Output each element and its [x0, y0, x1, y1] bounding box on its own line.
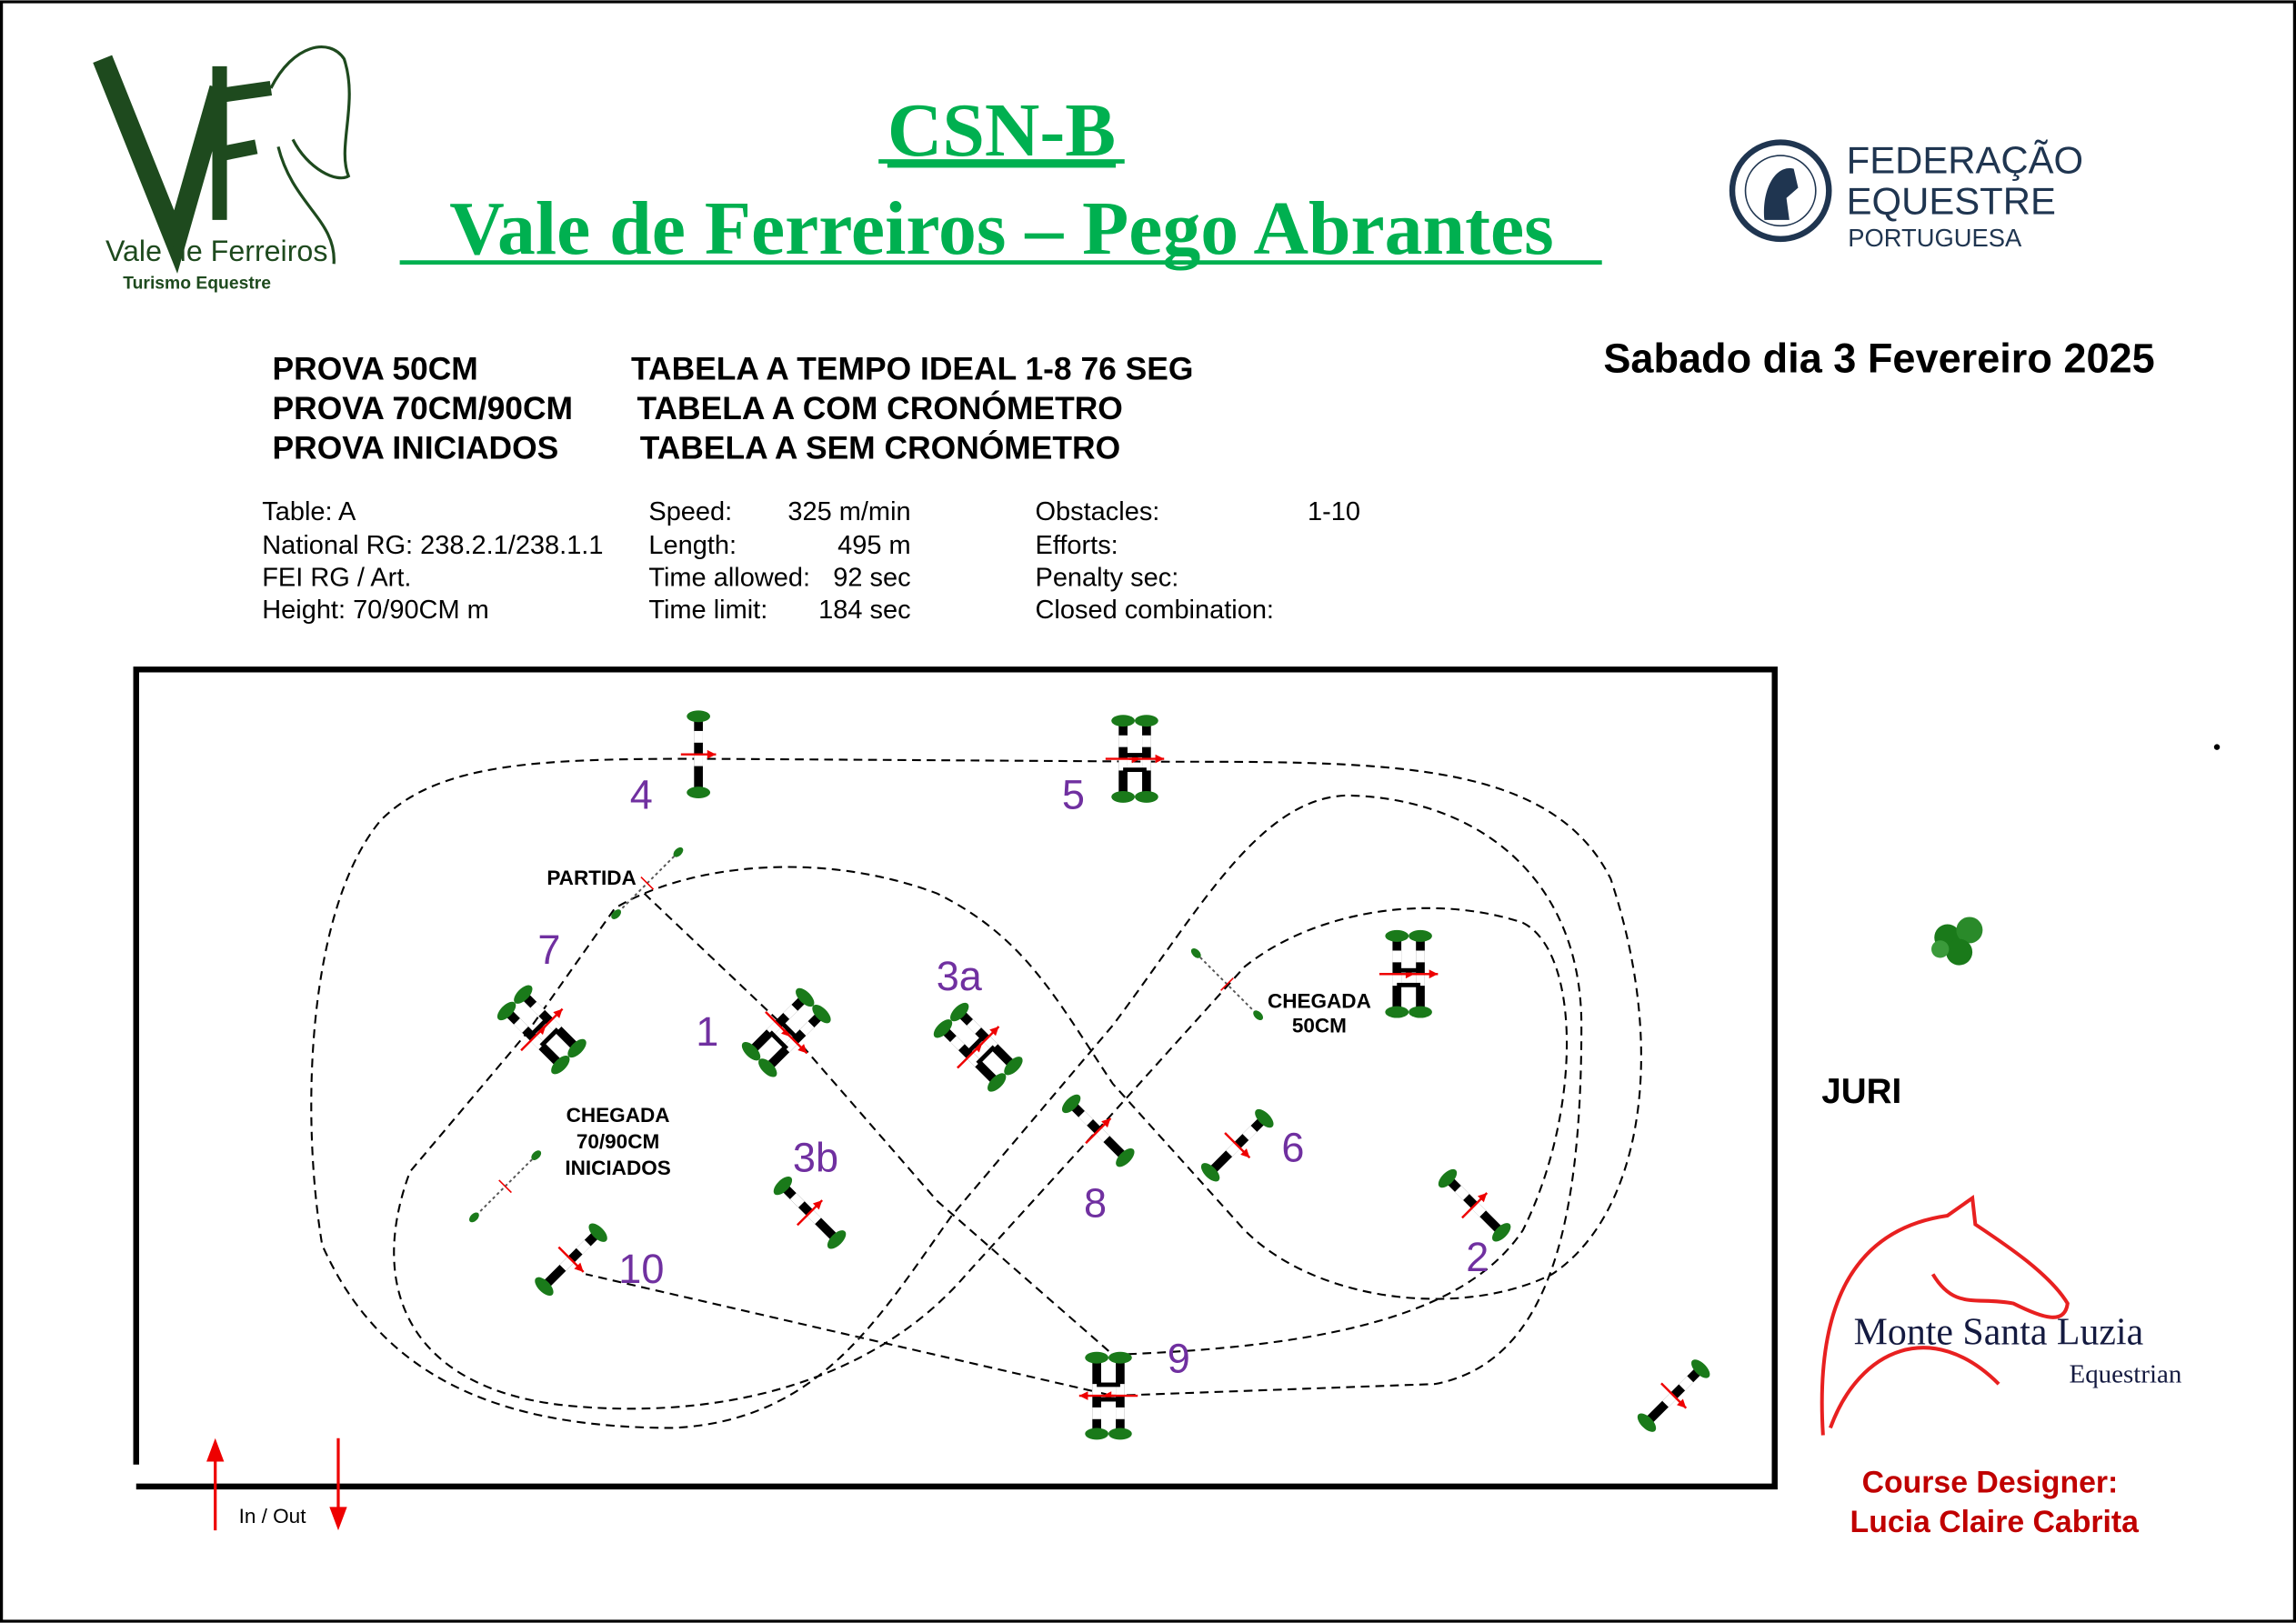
obstacle-7 [490, 978, 594, 1082]
svg-text:TABELA A COM CRONÓMETRO: TABELA A COM CRONÓMETRO [637, 390, 1122, 426]
provas-list: PROVA 50CM TABELA A TEMPO IDEAL 1-8 76 S… [273, 350, 1194, 466]
svg-text:Turismo Equestre: Turismo Equestre [123, 275, 271, 294]
course-info: Table: A National RG: 238.2.1/238.1.1 FE… [262, 497, 1360, 625]
svg-text:FEDERAÇÃO: FEDERAÇÃO [1847, 138, 2084, 181]
svg-text:Closed combination:: Closed combination: [1036, 596, 1274, 625]
obstacle-3b [765, 1167, 855, 1257]
svg-text:Equestrian: Equestrian [2070, 1360, 2182, 1389]
event-date: Sabado dia 3 Fevereiro 2025 [1603, 335, 2154, 381]
svg-text:Obstacles:: Obstacles: [1036, 497, 1160, 526]
svg-text:PROVA 50CM: PROVA 50CM [273, 350, 478, 386]
svg-text:CHEGADA: CHEGADA [566, 1104, 670, 1127]
svg-text:5: 5 [1062, 771, 1085, 817]
svg-text:10: 10 [618, 1246, 664, 1292]
monte-santa-luzia-logo: Monte Santa Luzia Equestrian [1820, 1195, 2182, 1436]
svg-text:National RG: 238.2.1/238.1.1: National RG: 238.2.1/238.1.1 [262, 531, 603, 560]
svg-text:TABELA A SEM CRONÓMETRO: TABELA A SEM CRONÓMETRO [640, 429, 1120, 466]
svg-text:CHEGADA: CHEGADA [1268, 989, 1371, 1012]
svg-text:Speed:: Speed: [648, 497, 732, 526]
svg-text:495 m: 495 m [837, 531, 911, 560]
juri-label: JURI [1821, 1072, 1901, 1111]
svg-text:INICIADOS: INICIADOS [565, 1157, 670, 1179]
designer-name: Lucia Claire Cabrita [1850, 1505, 2141, 1539]
tree-icon [1931, 917, 1983, 966]
svg-text:4: 4 [630, 771, 653, 817]
federacao-equestre-logo: FEDERAÇÃO EQUESTRE PORTUGUESA [1729, 138, 2084, 252]
svg-text:7: 7 [537, 927, 560, 973]
finish-line-50 [1184, 942, 1269, 1027]
svg-text:325 m/min: 325 m/min [787, 497, 910, 526]
svg-text:Efforts:: Efforts: [1036, 531, 1118, 560]
finish-line-70-90 [463, 1144, 548, 1229]
svg-text:8: 8 [1084, 1180, 1107, 1227]
arena: 4 5 7 1 3a 6 8 3b 10 2 9 PARTIDA CHEGADA… [133, 666, 1778, 1531]
svg-text:EQUESTRE: EQUESTRE [1847, 179, 2056, 222]
svg-text:9: 9 [1168, 1335, 1190, 1381]
svg-text:Time allowed:: Time allowed: [648, 564, 810, 593]
svg-text:70/90CM: 70/90CM [577, 1130, 659, 1153]
vale-de-ferreiros-logo: Vale de Ferreiros Turismo Equestre [93, 45, 351, 294]
obstacle-finish-50 [1379, 930, 1438, 1018]
svg-text:Penalty sec:: Penalty sec: [1036, 564, 1179, 593]
svg-text:2: 2 [1466, 1234, 1489, 1280]
obstacle-spare [1629, 1350, 1719, 1441]
svg-text:Monte Santa Luzia: Monte Santa Luzia [1854, 1312, 2144, 1354]
svg-text:1-10: 1-10 [1308, 497, 1360, 526]
obstacle-6 [1192, 1100, 1282, 1190]
obstacle-3a [927, 996, 1030, 1099]
svg-text:Height: 70/90CM m: Height: 70/90CM m [262, 596, 489, 625]
svg-text:Vale de Ferreiros: Vale de Ferreiros [105, 235, 328, 267]
svg-text:6: 6 [1281, 1124, 1304, 1170]
obstacle-10 [526, 1215, 617, 1305]
svg-text:PORTUGUESA: PORTUGUESA [1848, 224, 2022, 252]
svg-text:PARTIDA: PARTIDA [546, 867, 636, 889]
obstacle-4 [679, 709, 717, 800]
svg-text:PROVA INICIADOS: PROVA INICIADOS [273, 429, 559, 466]
in-out-label: In / Out [239, 1505, 307, 1528]
obstacle-5 [1106, 715, 1164, 803]
svg-text:3a: 3a [937, 953, 983, 999]
obstacle-8 [1053, 1086, 1143, 1176]
svg-text:FEI RG / Art.: FEI RG / Art. [262, 564, 411, 593]
svg-text:Time limit:: Time limit: [648, 596, 767, 625]
obstacle-9 [1079, 1352, 1138, 1440]
title-line2: Vale de Ferreiros – Pego Abrantes [449, 186, 1554, 271]
svg-text:Table: A: Table: A [262, 497, 356, 526]
svg-text:PROVA 70CM/90CM: PROVA 70CM/90CM [273, 390, 574, 426]
designer-label: Course Designer: [1862, 1465, 2119, 1499]
svg-text:3b: 3b [793, 1135, 838, 1181]
svg-text:TABELA A TEMPO IDEAL 1-8 76 SE: TABELA A TEMPO IDEAL 1-8 76 SEG [631, 350, 1193, 386]
svg-text:50CM: 50CM [1292, 1015, 1347, 1037]
title-line1: CSN-B [887, 88, 1116, 173]
svg-text:1: 1 [696, 1008, 718, 1055]
svg-text:92 sec: 92 sec [833, 564, 910, 593]
svg-text:184 sec: 184 sec [818, 596, 910, 625]
svg-text:Length:: Length: [648, 531, 737, 560]
